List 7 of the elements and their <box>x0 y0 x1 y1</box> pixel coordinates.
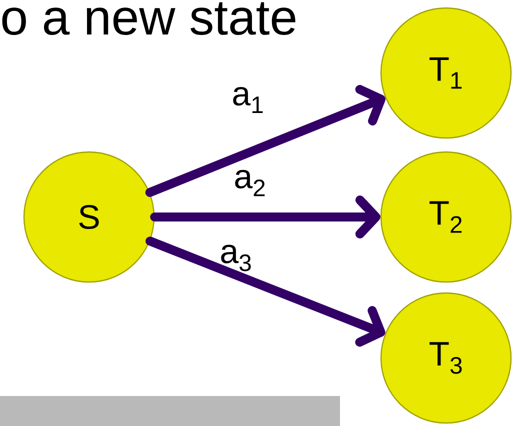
arrow <box>145 84 386 197</box>
edge-label: a$_{2}$ <box>235 170 265 196</box>
arrow <box>150 196 380 238</box>
arrow <box>146 236 386 347</box>
edge-label: a$_{1}$ <box>233 86 263 114</box>
edge-label: a$_{3}$ <box>221 244 251 272</box>
title-text: o a new state <box>2 2 296 35</box>
